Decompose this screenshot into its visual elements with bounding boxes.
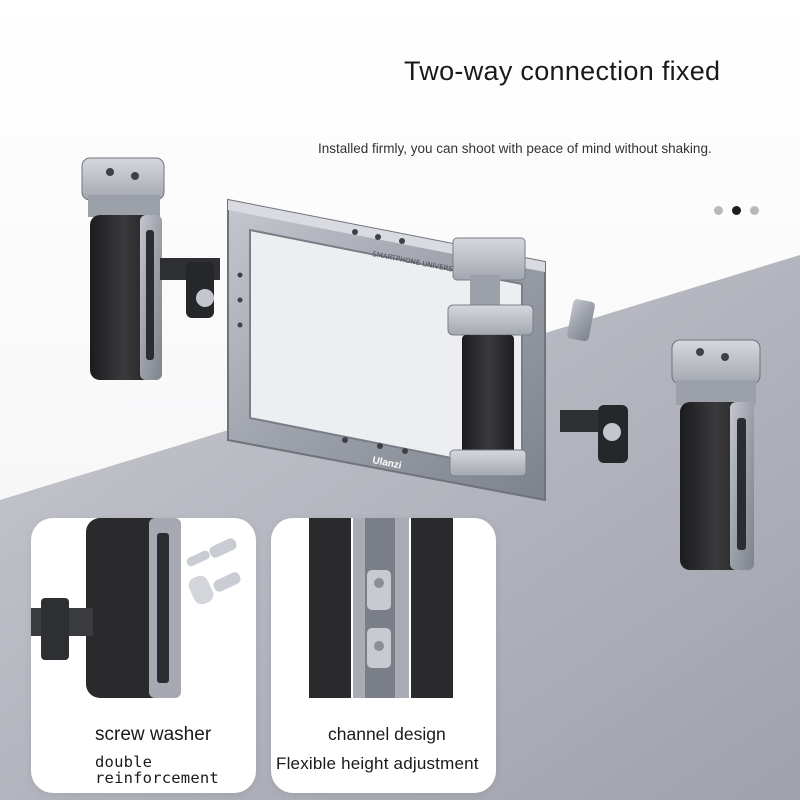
- page-title: Two-way connection fixed: [404, 56, 721, 86]
- card-subtitle-line1: double: [95, 753, 153, 771]
- carousel-dot[interactable]: [750, 206, 759, 215]
- screw-washer-detail-image: [31, 518, 241, 698]
- carousel-dots: [714, 206, 759, 215]
- rig-frame: SMARTPHONE UNIVERSAL RIG Ulanzi: [227, 198, 595, 502]
- left-handle: [81, 157, 220, 380]
- right-handle: [560, 339, 761, 570]
- channel-design-detail-image: [309, 518, 453, 698]
- detail-card-channel-design: channel design Flexible height adjustmen…: [271, 518, 496, 793]
- carousel-dot[interactable]: [714, 206, 723, 215]
- phone-clamp: [447, 237, 534, 477]
- detail-card-screw-washer: screw washer double reinforcement: [31, 518, 256, 793]
- card-title-channel-design: channel design: [328, 724, 446, 744]
- carousel-dot-active[interactable]: [732, 206, 741, 215]
- card-title-screw-washer: screw washer: [95, 724, 212, 745]
- card-subtitle-channel-design: Flexible height adjustment: [276, 754, 479, 773]
- card-subtitle-line2: reinforcement: [95, 769, 219, 787]
- page-subtitle: Installed firmly, you can shoot with pea…: [318, 141, 712, 156]
